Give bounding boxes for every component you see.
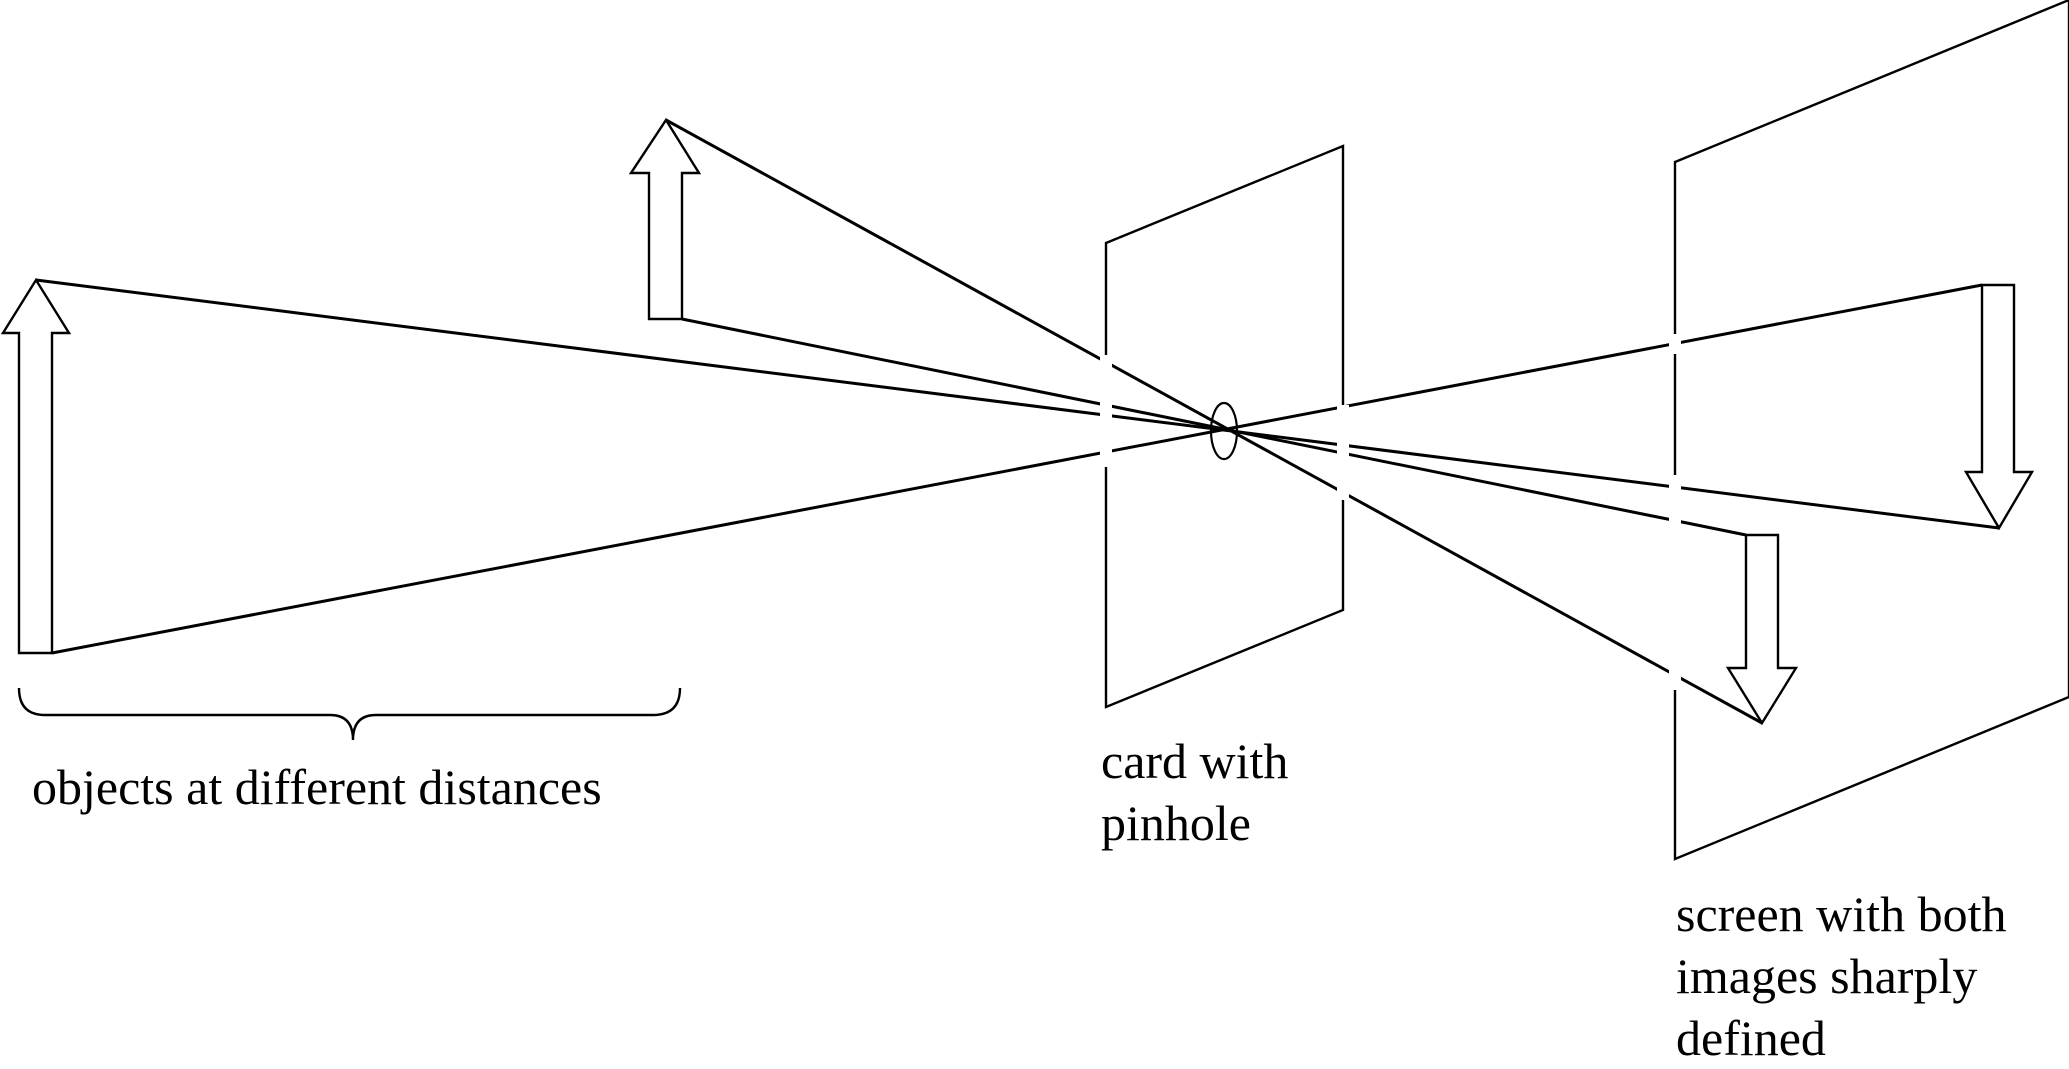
screen-label-line1: screen with both	[1676, 886, 2007, 942]
screen-label-line3: defined	[1676, 1010, 1826, 1066]
ray-far-top	[35, 278, 2000, 530]
far-object-image-arrow	[1963, 283, 2035, 531]
card-label-line2: pinhole	[1101, 795, 1251, 851]
ray-near-top	[665, 118, 1763, 725]
near-object-arrow	[628, 117, 702, 321]
light-rays	[35, 118, 2000, 725]
pinhole-card	[1104, 144, 1345, 709]
gap-card-left	[1100, 355, 1112, 467]
objects-brace	[17, 687, 682, 741]
image-screen	[1673, 0, 2069, 861]
screen-label-line2: images sharply	[1676, 948, 1978, 1004]
ray-far-bottom	[51, 283, 1983, 655]
card-label-line1: card with	[1101, 733, 1289, 789]
gap-screen-left-upper	[1669, 334, 1681, 354]
ray-crossing-gaps	[1100, 334, 1681, 690]
ray-near-bottom	[681, 317, 1747, 537]
near-object-image-arrow	[1725, 533, 1799, 726]
gap-screen-left-lower	[1669, 475, 1681, 690]
gap-card-right	[1337, 405, 1349, 500]
far-object-arrow	[0, 277, 72, 655]
screen-label: screen with both images sharply defined	[1676, 883, 2006, 1069]
card-label: card with pinhole	[1101, 730, 1288, 854]
objects-label: objects at different distances	[32, 759, 602, 815]
